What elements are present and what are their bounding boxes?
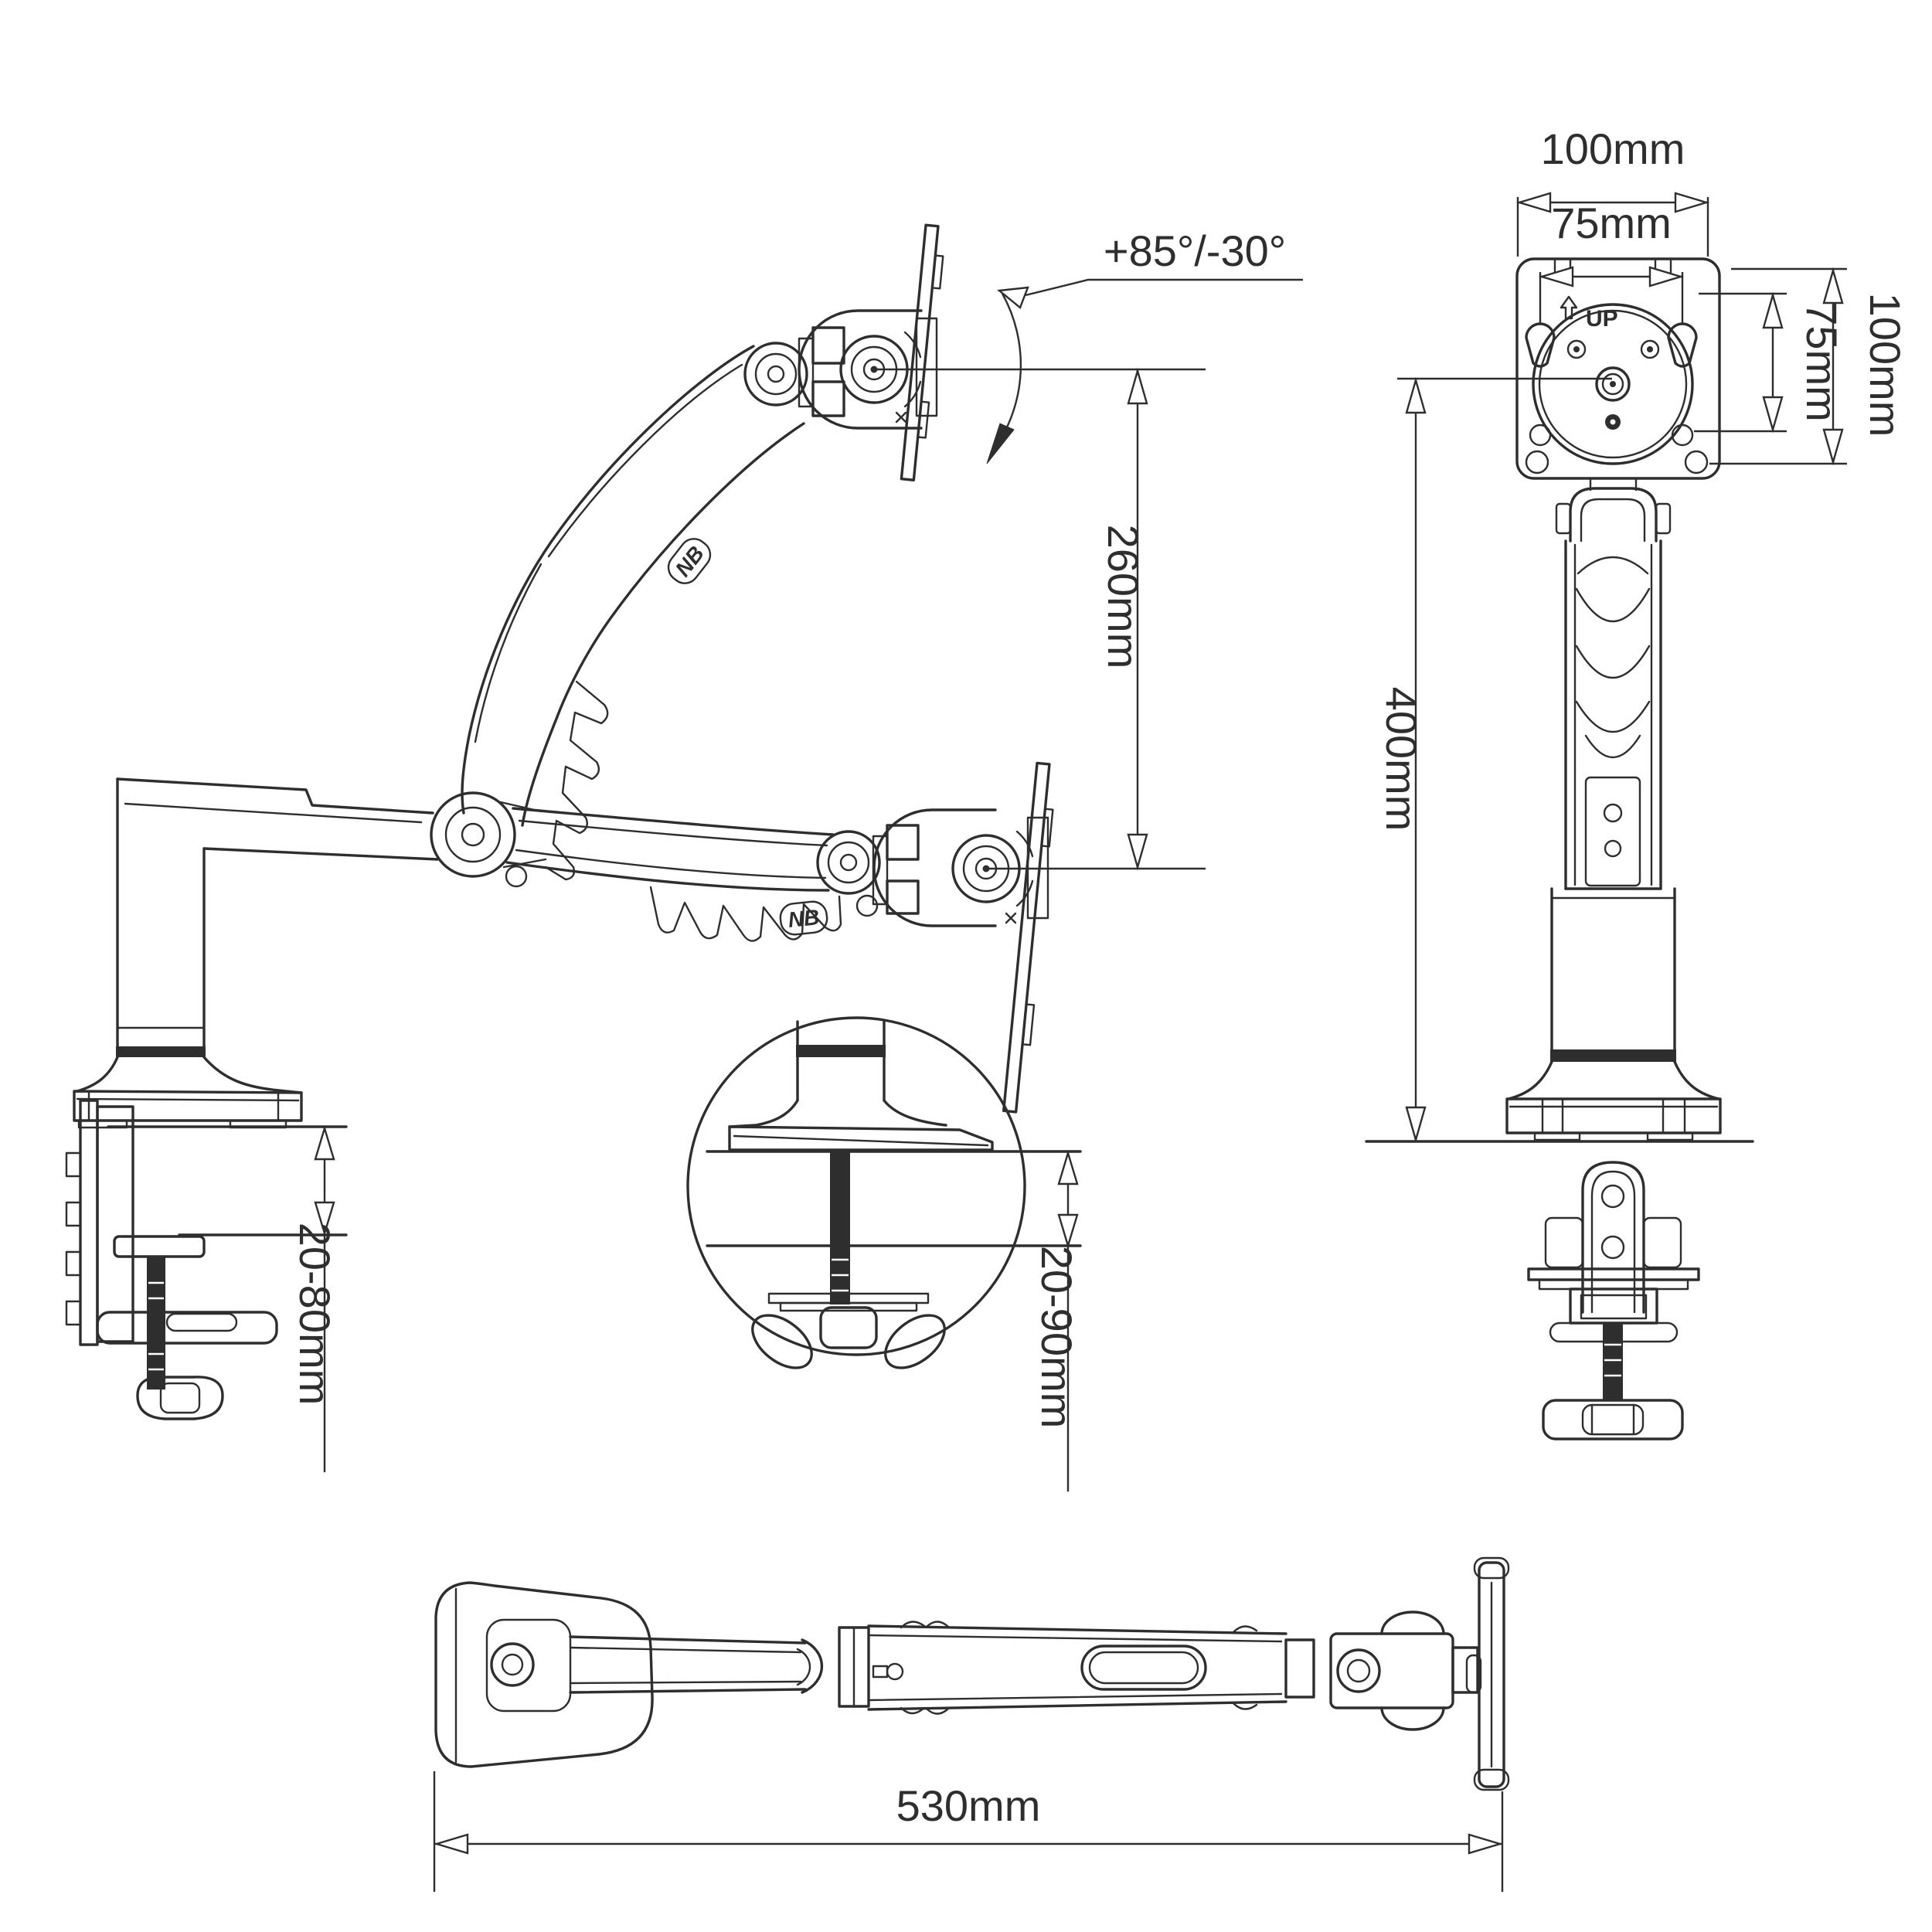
dim-vesa-height-75: 75mm — [1694, 291, 1846, 434]
dim-arrow-right-icon — [1468, 1833, 1504, 1855]
dim-arrow-down-icon — [314, 1201, 335, 1237]
vesa-height-100-label: 100mm — [1861, 293, 1910, 437]
arm-ratchet-teeth — [544, 680, 609, 881]
tilt-arrow-down-icon — [986, 423, 1015, 464]
brand-badge: NB — [779, 900, 828, 936]
top-view: 530mm — [433, 1556, 1510, 1892]
dim-clamp-range: 20-80mm — [291, 1124, 339, 1472]
dim-arrow-left-icon — [1538, 266, 1574, 287]
tilt-annotation: +85°/-30° — [986, 226, 1303, 464]
dim-vesa-width-100: 100mm — [1515, 124, 1710, 257]
front-view: UP — [1365, 124, 1910, 1440]
dim-arrow-right-icon — [1674, 192, 1710, 213]
lift-range-label: 260mm — [1099, 525, 1148, 669]
vesa-plate-edge-top — [1465, 1556, 1510, 1791]
vesa-height-75-label: 75mm — [1798, 301, 1846, 422]
dim-arrow-down-icon — [1822, 428, 1844, 466]
dim-arrow-up-icon — [1127, 367, 1148, 405]
vesa-width-100-label: 100mm — [1541, 124, 1685, 173]
base-post — [1365, 887, 1754, 1143]
arm-ratchet-teeth — [649, 886, 842, 942]
dim-arrow-down-icon — [1127, 833, 1148, 871]
keyhole-slot — [1667, 322, 1698, 368]
arm-length-label: 530mm — [896, 1781, 1041, 1830]
tilt-range-label: +85°/-30° — [1104, 226, 1286, 275]
dim-arrow-up-icon — [1822, 267, 1844, 304]
display-head-lower — [816, 761, 1054, 1114]
dim-lift-260: 260mm — [874, 367, 1206, 871]
clamp-knob — [1542, 1399, 1684, 1440]
desk-clamp — [1527, 1161, 1700, 1440]
dim-arrow-down-icon — [1057, 1213, 1079, 1250]
vesa-plate-edge — [900, 223, 944, 481]
detail-circle — [686, 1016, 1026, 1356]
tilt-arrow-up-icon — [997, 286, 1029, 309]
side-view: NB NB — [65, 223, 1303, 1472]
elbow-joint-top — [838, 1626, 904, 1708]
desk-clamp — [65, 1099, 278, 1420]
clamp-knob — [136, 1376, 224, 1420]
vesa-width-75-label: 75mm — [1551, 199, 1672, 247]
adjust-symbol — [895, 411, 907, 423]
dim-arrow-down-icon — [1762, 396, 1784, 434]
arm-lowered: NB — [505, 807, 842, 942]
vesa-plate: UP — [1515, 257, 1721, 480]
dim-arrow-down-icon — [1405, 1106, 1427, 1144]
wing-nut — [751, 1306, 946, 1369]
desk-edge — [107, 1125, 348, 1236]
base-post — [73, 777, 439, 1129]
dim-column-height-400: 400mm — [1377, 376, 1612, 1144]
dim-vesa-width-75: 75mm — [1538, 199, 1685, 323]
clamp-range-label: 20-80mm — [291, 1223, 339, 1406]
gas-spring-coil — [1575, 556, 1651, 758]
brand-logo-text: NB — [787, 905, 820, 932]
arm-column — [1555, 477, 1672, 890]
dim-arrow-up-icon — [1405, 376, 1427, 414]
vesa-plate-edge — [1002, 761, 1054, 1114]
dim-arrow-up-icon — [1762, 291, 1784, 329]
base-plate-top — [434, 1581, 654, 1768]
arm-segment-1-top — [569, 1635, 824, 1694]
adjust-symbol — [1005, 912, 1017, 924]
dim-arrow-left-icon — [1515, 192, 1552, 213]
dim-arrow-left-icon — [433, 1833, 469, 1855]
elbow-joint — [430, 791, 547, 888]
arm-raised: NB — [461, 342, 808, 881]
display-head-top — [1284, 1556, 1510, 1791]
grommet-detail-view: 20-90mm — [686, 1016, 1082, 1492]
column-height-label: 400mm — [1377, 687, 1426, 832]
dim-grommet-range: 20-90mm — [1032, 1149, 1081, 1492]
dim-arrow-right-icon — [1648, 266, 1685, 287]
brand-logo-text: NB — [671, 542, 709, 581]
dim-arrow-up-icon — [314, 1124, 335, 1161]
arm-segment-2-top — [867, 1621, 1287, 1715]
grommet-range-label: 20-90mm — [1032, 1246, 1081, 1429]
dim-arm-length-530: 530mm — [433, 1771, 1504, 1892]
dim-vesa-height-100: 100mm — [1709, 267, 1910, 466]
display-head-upper — [798, 223, 944, 481]
dim-arrow-up-icon — [1057, 1149, 1079, 1185]
